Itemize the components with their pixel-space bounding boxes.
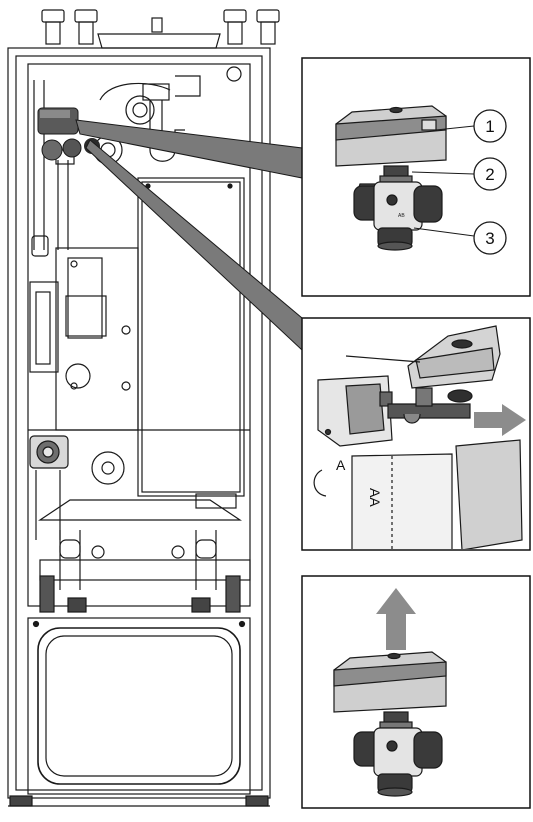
storage-tank-bay <box>27 617 251 795</box>
arrow-right-icon <box>474 404 526 436</box>
valve-marking-a: A <box>336 457 346 473</box>
callout-1-label: 1 <box>485 117 494 136</box>
callout-3: 3 <box>473 221 507 255</box>
detail-panel-lift <box>301 575 531 809</box>
callout-2-label: 2 <box>485 165 494 184</box>
valve-actuator-lifted <box>333 651 447 797</box>
valve-marking-aa: AA <box>367 488 383 507</box>
callout-2: 2 <box>473 157 507 191</box>
heat-pump-unit <box>7 9 280 807</box>
zoom-connectors <box>75 119 303 352</box>
cabinet-frame <box>7 47 271 799</box>
detail-panel-clip: A AA <box>301 317 531 551</box>
valve-body-text: AB <box>398 213 405 219</box>
circulation-pump <box>29 435 69 540</box>
arrow-up-icon <box>376 588 416 650</box>
valve-actuator: AB <box>335 105 447 251</box>
callout-3-label: 3 <box>485 229 494 248</box>
top-pipe-connectors <box>41 9 280 49</box>
detail-panel-callouts: AB 1 2 3 <box>301 57 531 297</box>
callout-1: 1 <box>473 109 507 143</box>
